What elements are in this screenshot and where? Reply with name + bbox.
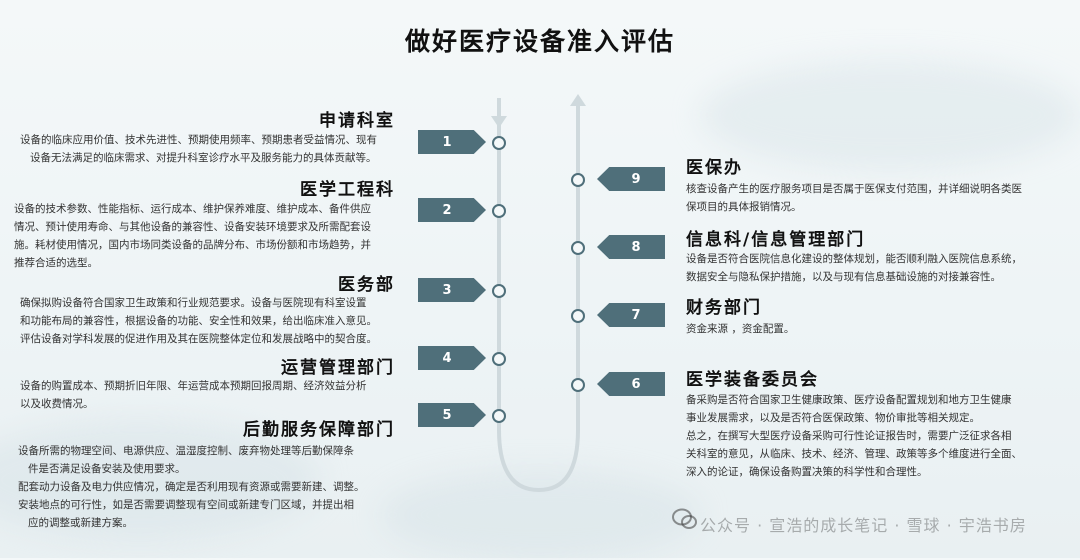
text-line: 资金来源 ，资金配置。 (686, 323, 795, 335)
section-title-9: 医保办 (686, 158, 743, 178)
text-line: 施。耗材使用情况，国内市场同类设备的品牌分布、市场份额和市场趋势，并 (14, 239, 371, 251)
section-text-3: 确保拟购设备符合国家卫生政策和行业规范要求。设备与医院现有科室设置 和功能布局的… (20, 294, 415, 348)
text-line: 保项目的具体报销情况。 (686, 201, 802, 213)
text-line: 配套动力设备及电力供应情况，确定是否利用现有资源或需要新建、调整。 (18, 481, 365, 493)
background-cloud (700, 60, 1080, 170)
section-text-2: 设备的技术参数、性能指标、运行成本、维护保养难度、维护成本、备件供应 情况、预计… (14, 200, 414, 272)
step-node-1 (492, 136, 506, 150)
background-cloud (0, 420, 320, 540)
step-node-7 (571, 309, 585, 323)
step-marker-3: 3 (418, 278, 486, 302)
step-node-5 (492, 409, 506, 423)
background-cloud (380, 470, 700, 560)
step-node-4 (492, 352, 506, 366)
text-line: 设备无法满足的临床需求、对提升科室诊疗水平及服务能力的具体贡献等。 (30, 152, 377, 164)
section-title-6: 医学装备委员会 (686, 370, 819, 390)
text-line: 关科室的意见，从临床、技术、经济、管理、政策等多个维度进行全面、 (686, 448, 1022, 460)
section-text-8: 设备是否符合医院信息化建设的整体规划，能否顺利融入医院信息系统， 数据安全与隐私… (686, 250, 1066, 286)
text-line: 确保拟购设备符合国家卫生政策和行业规范要求。设备与医院现有科室设置 (20, 297, 367, 309)
section-text-1: 设备的临床应用价值、技术先进性、预期使用频率、预期患者受益情况、现有 设备无法满… (20, 131, 415, 167)
text-line: 设备的技术参数、性能指标、运行成本、维护保养难度、维护成本、备件供应 (14, 203, 371, 215)
text-line: 应的调整或新建方案。 (28, 517, 133, 529)
text-line: 评估设备对学科发展的促进作用及其在医院整体定位和发展战略中的契合度。 (20, 333, 377, 345)
watermark-text: 公众号 · 宣浩的成长笔记 · 雪球 · 宇浩书房 (700, 516, 1027, 535)
step-node-6 (571, 378, 585, 392)
step-marker-4: 4 (418, 346, 486, 370)
text-line: 备采购是否符合国家卫生健康政策、医疗设备配置规划和地方卫生健康 (686, 394, 1012, 406)
step-node-8 (571, 241, 585, 255)
section-title-7: 财务部门 (686, 298, 762, 318)
step-node-9 (571, 173, 585, 187)
section-text-6: 备采购是否符合国家卫生健康政策、医疗设备配置规划和地方卫生健康 事业发展需求，以… (686, 391, 1071, 481)
step-marker-6: 6 (597, 372, 665, 396)
text-line: 深入的论证，确保设备购置决策的科学性和合理性。 (686, 466, 928, 478)
section-title-2: 医学工程科 (300, 180, 395, 200)
step-marker-2: 2 (418, 198, 486, 222)
text-line: 设备的购置成本、预期折旧年限、年运营成本预期回报周期、经济效益分析 (20, 380, 367, 392)
step-marker-9: 9 (597, 167, 665, 191)
section-title-1: 申请科室 (319, 111, 395, 131)
section-title-4: 运营管理部门 (281, 358, 395, 378)
section-title-8: 信息科/信息管理部门 (686, 230, 866, 250)
section-text-9: 核查设备产生的医疗服务项目是否属于医保支付范围，并详细说明各类医 保项目的具体报… (686, 180, 1066, 216)
text-line: 和功能布局的兼容性，根据设备的功能、安全性和效果，给出临床准入意见。 (20, 315, 377, 327)
text-line: 件是否满足设备安装及使用要求。 (28, 463, 186, 475)
step-node-3 (492, 284, 506, 298)
page-title: 做好医疗设备准入评估 (404, 27, 675, 56)
step-marker-7: 7 (597, 303, 665, 327)
text-line: 数据安全与隐私保护措施，以及与现有信息基础设施的对接兼容性。 (686, 271, 1001, 283)
text-line: 设备所需的物理空间、电源供应、温湿度控制、废弃物处理等后勤保障条 (18, 445, 354, 457)
section-text-4: 设备的购置成本、预期折旧年限、年运营成本预期回报周期、经济效益分析 以及收费情况… (20, 377, 415, 413)
text-line: 事业发展需求，以及是否符合医保政策、物价审批等相关规定。 (686, 412, 980, 424)
text-line: 安装地点的可行性，如是否需要调整现有空间或新建专门区域，并提出相 (18, 499, 354, 511)
text-line: 设备是否符合医院信息化建设的整体规划，能否顺利融入医院信息系统， (686, 253, 1022, 265)
step-node-2 (492, 204, 506, 218)
text-line: 以及收费情况。 (20, 398, 94, 410)
wechat-icon (672, 508, 697, 529)
section-title-3: 医务部 (338, 275, 395, 295)
text-line: 总之，在撰写大型医疗设备采购可行性论证报告时，需要广泛征求各相 (686, 430, 1012, 442)
text-line: 设备的临床应用价值、技术先进性、预期使用频率、预期患者受益情况、现有 (20, 134, 377, 146)
step-marker-1: 1 (418, 130, 486, 154)
text-line: 核查设备产生的医疗服务项目是否属于医保支付范围，并详细说明各类医 (686, 183, 1022, 195)
step-marker-8: 8 (597, 235, 665, 259)
step-marker-5: 5 (418, 403, 486, 427)
text-line: 情况、预计使用寿命、与其他设备的兼容性、设备安装环境要求及所需配套设 (14, 221, 371, 233)
section-text-7: 资金来源 ，资金配置。 (686, 320, 1066, 338)
section-text-5: 设备所需的物理空间、电源供应、温湿度控制、废弃物处理等后勤保障条 件是否满足设备… (18, 442, 413, 532)
section-title-5: 后勤服务保障部门 (243, 420, 395, 440)
text-line: 推荐合适的选型。 (14, 257, 98, 269)
